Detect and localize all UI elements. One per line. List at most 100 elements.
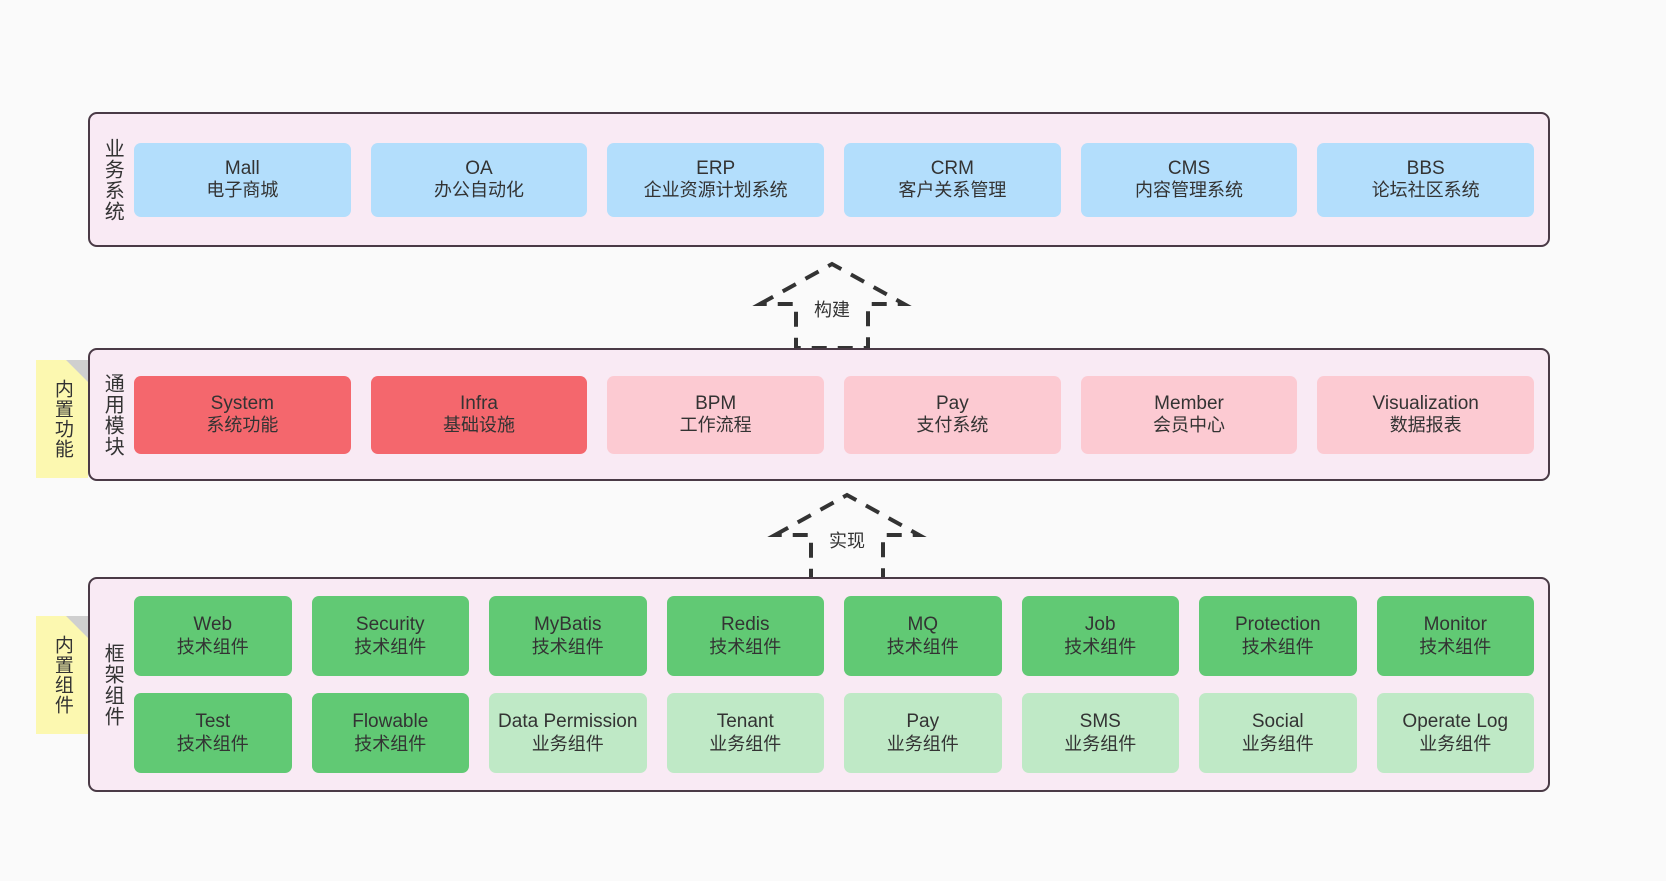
card-title: Member — [1154, 392, 1224, 414]
card-subtitle: 系统功能 — [206, 415, 279, 436]
card-data-permission[interactable]: Data Permission 业务组件 — [489, 693, 647, 773]
card-subtitle: 技术组件 — [354, 733, 427, 754]
card-title: OA — [465, 157, 493, 179]
card-protection[interactable]: Protection 技术组件 — [1199, 596, 1357, 676]
layer-framework-components: 框架组件 Web 技术组件 Security 技术组件 MyBatis 技术组件… — [88, 577, 1550, 792]
layer-body-framework-components: Web 技术组件 Security 技术组件 MyBatis 技术组件 Redi… — [134, 579, 1548, 790]
card-title: Job — [1084, 614, 1116, 636]
card-title: Operate Log — [1402, 711, 1509, 733]
card-subtitle: 技术组件 — [531, 636, 604, 657]
dashed-arrow-up-icon — [752, 261, 912, 350]
layer-label-business-systems: 业务系统 — [101, 137, 124, 222]
card-title: Pay — [935, 392, 969, 414]
card-subtitle: 技术组件 — [1419, 636, 1492, 657]
card-subtitle: 业务组件 — [709, 733, 782, 754]
card-subtitle: 电子商城 — [206, 180, 279, 201]
layer-common-modules: 通用模块 System 系统功能 Infra 基础设施 BPM 工作流程 Pay… — [88, 348, 1550, 481]
card-title: Test — [195, 711, 231, 733]
card-title: Web — [193, 614, 233, 636]
connector-build: 构建 — [748, 258, 916, 350]
card-operate-log[interactable]: Operate Log 业务组件 — [1376, 693, 1534, 773]
card-cms[interactable]: CMS 内容管理系统 — [1080, 142, 1298, 217]
card-crm[interactable]: CRM 客户关系管理 — [844, 142, 1061, 217]
card-title: Tenant — [716, 711, 774, 733]
sticky-note-builtin-components: 内置组件 — [36, 616, 88, 734]
card-redis[interactable]: Redis 技术组件 — [666, 596, 824, 676]
layer-label-framework-components: 框架组件 — [101, 642, 124, 727]
card-subtitle: 企业资源计划系统 — [643, 180, 788, 201]
card-pay[interactable]: Pay 支付系统 — [844, 375, 1061, 454]
card-title: Social — [1251, 711, 1304, 733]
card-test[interactable]: Test 技术组件 — [134, 693, 292, 773]
card-row: System 系统功能 Infra 基础设施 BPM 工作流程 Pay 支付系统… — [134, 375, 1535, 454]
card-subtitle: 业务组件 — [886, 733, 959, 754]
card-subtitle: 内容管理系统 — [1135, 180, 1244, 201]
card-title: BPM — [695, 392, 737, 414]
card-title: Infra — [459, 392, 499, 414]
sticky-note-builtin-features: 内置功能 — [36, 360, 88, 478]
card-subtitle: 基础设施 — [443, 415, 515, 436]
card-oa[interactable]: OA 办公自动化 — [370, 142, 588, 217]
card-subtitle: 业务组件 — [1064, 733, 1137, 754]
card-infra[interactable]: Infra 基础设施 — [370, 375, 588, 454]
card-visualization[interactable]: Visualization 数据报表 — [1317, 375, 1535, 454]
card-subtitle: 技术组件 — [709, 636, 782, 657]
card-subtitle: 技术组件 — [176, 636, 249, 657]
card-title: System — [210, 392, 275, 414]
card-job[interactable]: Job 技术组件 — [1021, 596, 1179, 676]
card-erp[interactable]: ERP 企业资源计划系统 — [607, 142, 825, 217]
card-subtitle: 技术组件 — [354, 636, 427, 657]
card-social[interactable]: Social 业务组件 — [1199, 693, 1357, 773]
card-row: Mall 电子商城 OA 办公自动化 ERP 企业资源计划系统 CRM 客户关系… — [134, 142, 1535, 217]
card-subtitle: 论坛社区系统 — [1371, 180, 1480, 201]
card-mq[interactable]: MQ 技术组件 — [844, 596, 1002, 676]
card-pay-component[interactable]: Pay 业务组件 — [844, 693, 1002, 773]
card-title: Security — [355, 614, 425, 636]
card-subtitle: 客户关系管理 — [898, 180, 1007, 201]
card-title: Data Permission — [498, 711, 638, 733]
card-system[interactable]: System 系统功能 — [134, 375, 351, 454]
card-title: BBS — [1406, 157, 1445, 179]
card-security[interactable]: Security 技术组件 — [311, 596, 469, 676]
card-title: SMS — [1079, 711, 1121, 733]
dashed-arrow-up-icon — [767, 492, 927, 581]
card-subtitle: 技术组件 — [1241, 636, 1314, 657]
card-subtitle: 数据报表 — [1389, 415, 1462, 436]
card-mybatis[interactable]: MyBatis 技术组件 — [489, 596, 647, 676]
card-title: CMS — [1167, 157, 1211, 179]
card-title: MQ — [907, 614, 939, 636]
card-subtitle: 业务组件 — [1241, 733, 1314, 754]
card-member[interactable]: Member 会员中心 — [1080, 375, 1298, 454]
card-title: Flowable — [352, 711, 429, 733]
connector-implement: 实现 — [763, 489, 931, 581]
card-web[interactable]: Web 技术组件 — [134, 596, 292, 676]
card-subtitle: 会员中心 — [1153, 415, 1226, 436]
card-subtitle: 业务组件 — [531, 733, 604, 754]
card-row: Web 技术组件 Security 技术组件 MyBatis 技术组件 Redi… — [134, 596, 1534, 676]
card-title: MyBatis — [533, 614, 602, 636]
card-title: Mall — [224, 157, 260, 179]
card-sms[interactable]: SMS 业务组件 — [1021, 693, 1179, 773]
card-subtitle: 办公自动化 — [434, 180, 524, 201]
card-tenant[interactable]: Tenant 业务组件 — [666, 693, 824, 773]
card-mall[interactable]: Mall 电子商城 — [134, 142, 351, 217]
card-title: CRM — [930, 157, 974, 179]
card-bpm[interactable]: BPM 工作流程 — [607, 375, 825, 454]
card-title: ERP — [696, 157, 736, 179]
layer-body-common-modules: System 系统功能 Infra 基础设施 BPM 工作流程 Pay 支付系统… — [134, 350, 1548, 479]
card-subtitle: 工作流程 — [679, 415, 752, 436]
card-subtitle: 支付系统 — [916, 415, 989, 436]
card-title: Monitor — [1423, 614, 1487, 636]
layer-label-common-modules: 通用模块 — [101, 372, 124, 457]
card-subtitle: 业务组件 — [1419, 733, 1492, 754]
card-flowable[interactable]: Flowable 技术组件 — [311, 693, 469, 773]
card-subtitle: 技术组件 — [176, 733, 249, 754]
card-subtitle: 技术组件 — [886, 636, 959, 657]
card-title: Pay — [906, 711, 940, 733]
card-monitor[interactable]: Monitor 技术组件 — [1376, 596, 1534, 676]
card-bbs[interactable]: BBS 论坛社区系统 — [1317, 142, 1535, 217]
card-title: Visualization — [1372, 392, 1479, 414]
card-row: Test 技术组件 Flowable 技术组件 Data Permission … — [134, 693, 1534, 773]
layer-body-business-systems: Mall 电子商城 OA 办公自动化 ERP 企业资源计划系统 CRM 客户关系… — [134, 114, 1548, 245]
card-subtitle: 技术组件 — [1064, 636, 1137, 657]
